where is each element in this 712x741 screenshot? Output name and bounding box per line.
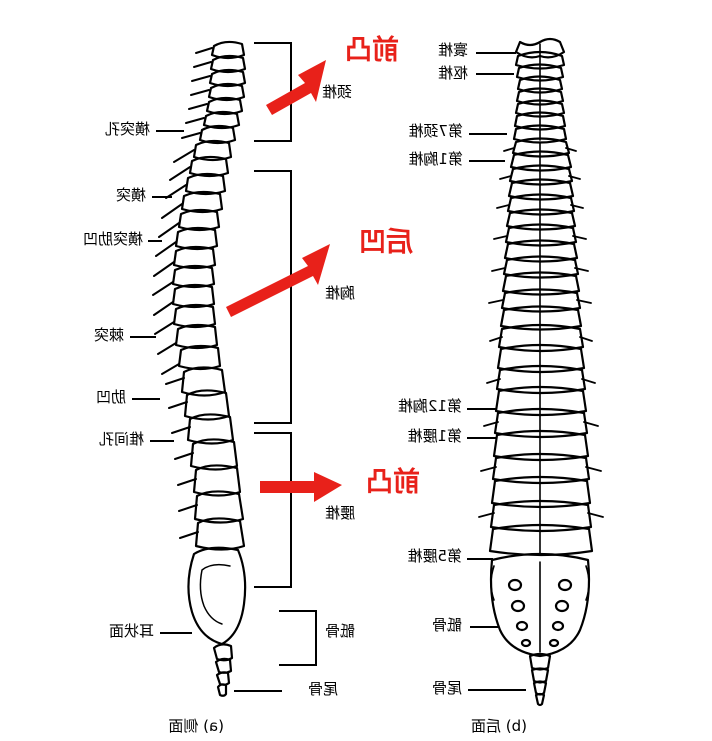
label-auricular-surface: 耳状面 — [108, 622, 154, 640]
label-lumbar-5: 第5腰椎 — [407, 547, 462, 565]
label-sacrum-region: 骶骨 — [324, 622, 355, 640]
label-transverse-foramen: 横突孔 — [104, 120, 150, 138]
label-sacrum-posterior: 骶骨 — [431, 616, 462, 634]
posterior-coccyx — [528, 652, 552, 707]
arrow-lumbar-lordosis — [260, 472, 342, 502]
lateral-cervical — [181, 40, 247, 145]
label-lumbar-1: 第1腰椎 — [407, 427, 462, 445]
label-thoracic-region: 胸椎 — [324, 284, 355, 302]
label-costal-facet: 肋凹 — [95, 388, 126, 406]
posterior-lumbar — [478, 323, 604, 557]
lateral-sacrum — [187, 546, 247, 646]
lateral-coccyx — [212, 643, 234, 697]
arrow-thoracic-kyphosis — [226, 244, 330, 317]
label-lumbar-region: 腰椎 — [324, 504, 355, 522]
annotation-lumbar-lordosis: 前凸 — [366, 467, 420, 498]
label-spinous-process: 棘突 — [93, 326, 124, 344]
label-cervical-7: 第7颈椎 — [408, 122, 463, 140]
caption-posterior-view: (b) 后面 — [471, 717, 527, 735]
label-intervertebral-foramen: 椎间孔 — [98, 430, 144, 448]
label-atlas: 寰椎 — [437, 41, 468, 59]
label-axis: 枢椎 — [437, 64, 468, 82]
label-coccyx-region: 尾骨 — [307, 680, 338, 698]
caption-lateral-view: (a) 侧面 — [168, 717, 224, 735]
annotation-cervical-lordosis: 前凸 — [345, 35, 399, 66]
posterior-cervical — [512, 37, 568, 144]
arrow-cervical-lordosis — [266, 60, 326, 115]
label-transverse-process: 横突 — [115, 186, 146, 204]
posterior-thoracic — [488, 137, 592, 331]
label-coccyx-posterior: 尾骨 — [431, 679, 462, 697]
lateral-lumbar — [165, 366, 246, 551]
label-cervical-region: 颈椎 — [321, 83, 352, 101]
label-transverse-costal-facet: 横突肋凹 — [82, 230, 143, 248]
label-thoracic-1: 第1胸椎 — [408, 150, 463, 168]
annotation-thoracic-kyphosis: 后凹 — [359, 227, 413, 258]
label-thoracic-12: 第12胸椎 — [397, 397, 462, 415]
posterior-sacrum — [489, 552, 591, 658]
